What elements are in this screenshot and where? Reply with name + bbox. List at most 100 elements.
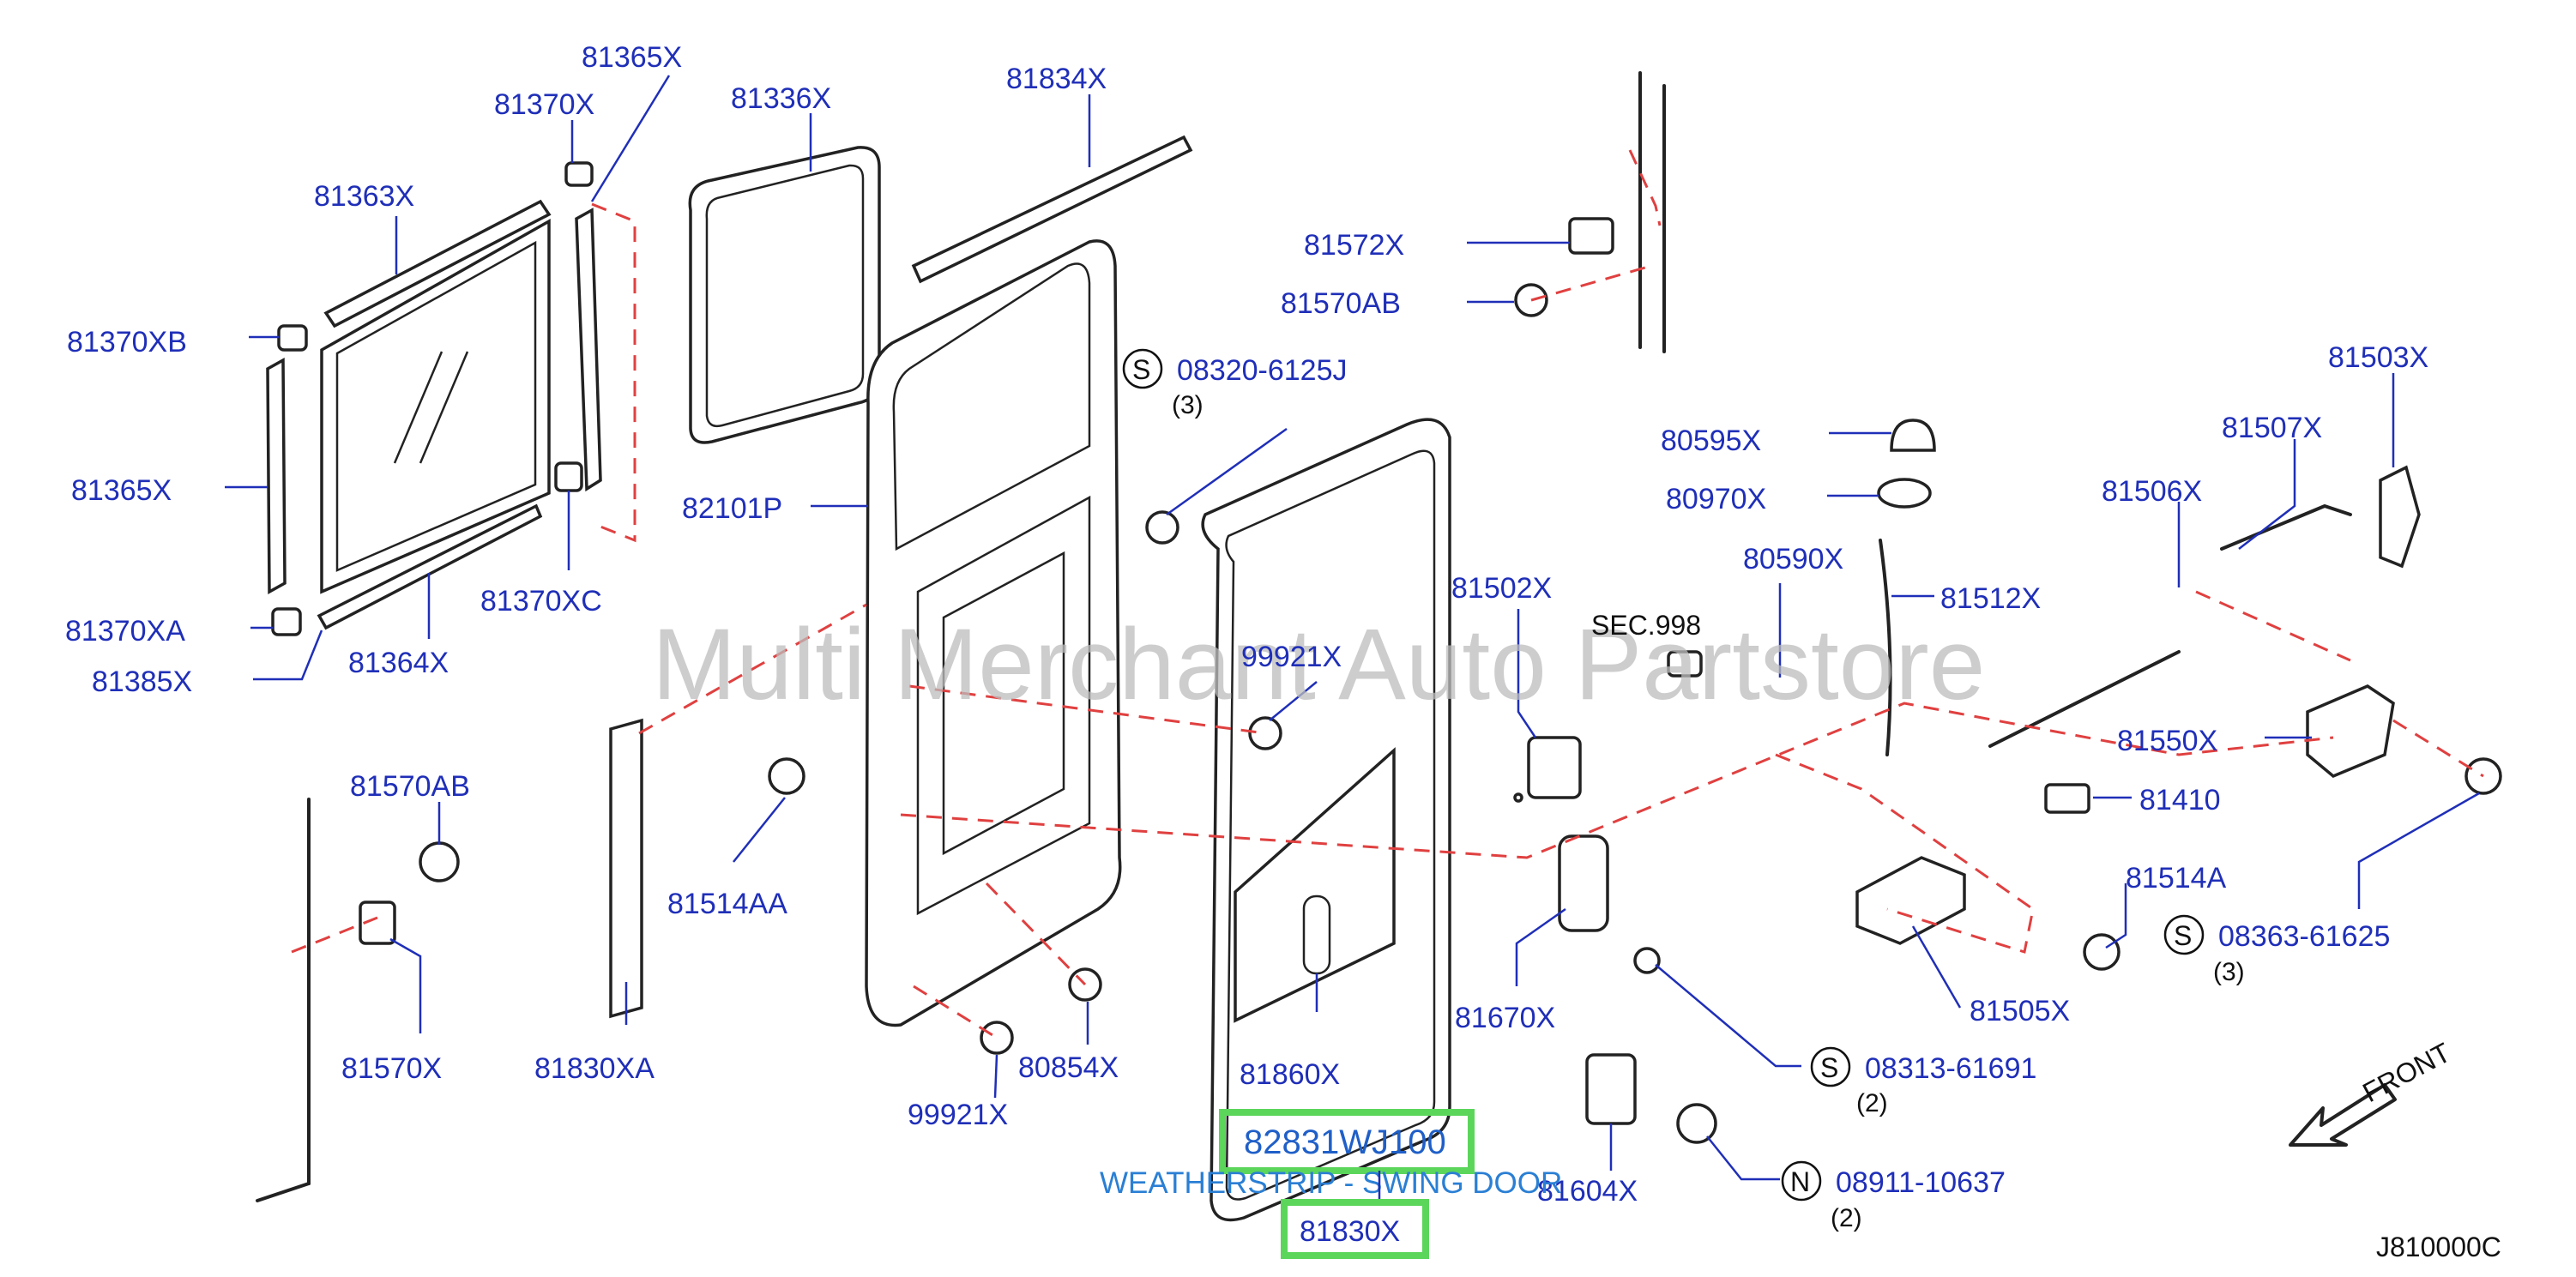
part-label[interactable]: 08363-61625 [2218,920,2390,953]
symbol-letter: S [2174,920,2192,951]
symbol-circle [1781,1160,1822,1202]
plug-99921x-bottom [980,1021,1014,1055]
part-label[interactable]: 81336X [731,82,831,115]
part-label[interactable]: 81506X [2102,475,2202,508]
leader-08911 [1706,1135,1780,1181]
highlighted-part: 82831WJ100 WEATHERSTRIP - SWING DOOR 818… [1100,1109,1562,1259]
part-label[interactable]: 80590X [1743,543,1843,575]
part-label[interactable]: 81572X [1304,229,1404,262]
part-label[interactable]: 81410 [2139,784,2221,816]
front-indicator: FRONT [2289,1037,2456,1147]
watermark-text: Multi Merchant Auto Partstore [652,608,1985,721]
door-trim-recess-inner [942,551,1065,856]
part-label[interactable]: 08320-6125J [1177,354,1348,387]
part-label[interactable]: 81512X [1940,582,2041,615]
dash-plug-bottom [913,985,998,1039]
part-label[interactable]: 80595X [1661,425,1761,457]
part-label[interactable]: 81514A [2126,862,2227,895]
leader-81365x-top [590,75,671,202]
part-label[interactable]: 81834X [1006,63,1107,95]
part-label[interactable]: 81514AA [667,888,787,920]
leader-81502x [1517,609,1537,738]
part-label[interactable]: 81570X [341,1052,442,1085]
lock-81604x [1585,1053,1637,1125]
part-label[interactable]: 80854X [1018,1051,1119,1084]
window-seal-inner [705,164,865,428]
clip-81370xc [554,461,583,492]
leader-81385x [253,629,323,681]
leader-81505x [1911,925,1962,1009]
door-trim-recess [916,495,1091,916]
part-label[interactable]: 08911-10637 [1836,1166,2006,1199]
quantity-label: (3) [1172,391,1204,419]
bolt-08320 [1145,510,1179,545]
part-label[interactable]: 81385X [92,666,192,698]
part-label[interactable]: 81370X [494,88,594,121]
part-label[interactable]: 81365X [71,474,172,507]
inside-handle [1558,834,1609,932]
part-label[interactable]: 99921X [1241,641,1342,673]
leader-lines [225,75,2480,1181]
window-glass-inner [335,240,537,572]
part-label[interactable]: 81604X [1537,1175,1638,1208]
part-label[interactable]: 81507X [2222,412,2322,444]
top-molding [323,199,552,328]
symbol-circle [2163,914,2205,955]
bolt-08313 [1633,947,1661,974]
symbol-circle [1122,348,1163,389]
cap-80595x [1890,419,1936,452]
highlight-part-number[interactable]: 82831WJ100 [1244,1123,1446,1161]
bolt-81570ab [419,841,460,882]
part-label[interactable]: 81505X [1970,995,2070,1027]
part-label[interactable]: 99921X [908,1099,1008,1131]
rod-81506x [1988,650,2181,748]
dash-hinge [638,603,867,735]
part-label[interactable]: 81570AB [1281,287,1401,320]
leader-81514aa [733,797,786,863]
glass-reflection-1 [393,351,443,464]
part-label[interactable]: 80970X [1666,483,1766,515]
symbol-letter: N [1790,1166,1810,1197]
door-sheet [1234,747,1396,1023]
striker-81570x [359,901,396,945]
plug-99921x-top [1248,716,1282,750]
part-label[interactable]: 81370XC [480,585,602,617]
part-label[interactable]: 81370XA [65,615,185,648]
dash-striker-81570x [291,916,378,954]
rod-81512x [1879,539,1892,756]
part-label[interactable]: 81365X [582,41,682,74]
leader-08320 [1166,427,1288,516]
clip-81370x [564,161,594,187]
part-label[interactable]: 81830XA [534,1052,655,1085]
dash-handle [900,702,2334,859]
part-label[interactable]: 81550X [2117,725,2217,757]
part-label[interactable]: 81370XB [67,326,187,358]
clip-81410 [2044,783,2090,814]
part-label[interactable]: 81364X [348,647,449,679]
latch-81502x [1527,736,1582,799]
part-label[interactable]: 81570AB [350,770,470,803]
part-label[interactable]: 82101P [682,492,782,525]
door-inner-panel [865,239,1122,1027]
part-label[interactable]: 08313-61691 [1865,1052,2036,1085]
part-label[interactable]: 81860X [1240,1058,1340,1091]
part-label[interactable]: 81503X [2328,341,2428,374]
pillar-line-4 [256,1182,311,1202]
symbol-letter: S [1132,354,1150,385]
leader-81570x [389,937,422,1033]
bottom-molding [317,503,543,630]
symbol-letter: S [1820,1052,1838,1083]
glass-reflection-2 [419,351,469,464]
dash-bracket [1775,753,2035,954]
part-label[interactable]: 81363X [314,180,414,213]
part-label[interactable]: 81670X [1455,1002,1555,1034]
hinge-strip [609,718,643,1019]
highlight-ref-code[interactable]: 81830X [1300,1215,1400,1248]
right-molding [575,208,602,492]
dash-plug-top [908,684,1266,735]
fastener-0 [1513,792,1523,803]
window-glass-outer [320,218,551,594]
part-label[interactable]: 81502X [1451,572,1552,605]
leader-99921x-bottom [993,1054,998,1099]
